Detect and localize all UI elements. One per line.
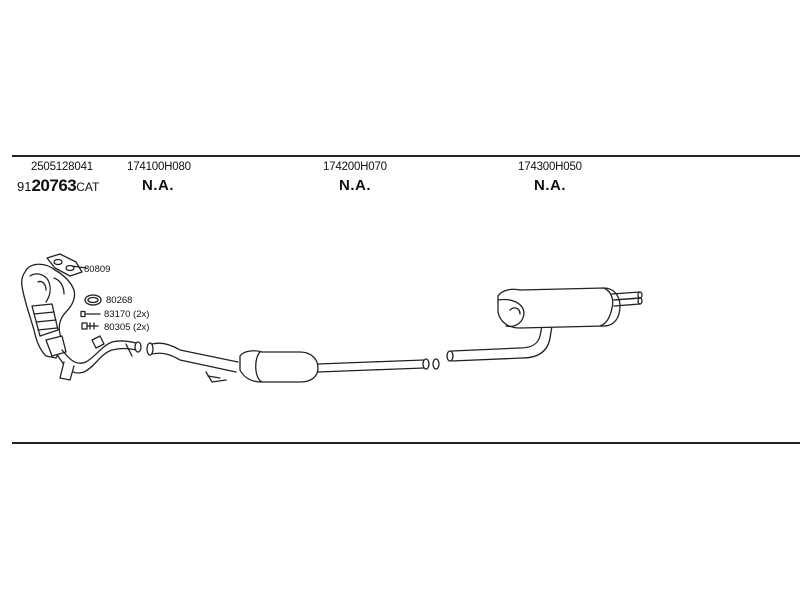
rear-muffler-icon[interactable]: [446, 287, 643, 362]
part-number-label: 2505128041: [31, 161, 93, 173]
catalyst-suffix: CAT: [76, 180, 100, 194]
part-number-label: 174300H050: [518, 161, 582, 173]
ring-icon[interactable]: [84, 294, 102, 306]
bolt-icon[interactable]: [80, 310, 101, 318]
callout-label: 80809: [84, 264, 110, 275]
gasket-icon[interactable]: [46, 253, 87, 277]
availability-status: N.A.: [339, 177, 371, 194]
exhaust-manifold-icon[interactable]: [20, 263, 76, 359]
part-number-label: 174200H070: [323, 161, 387, 173]
bottom-divider: [12, 442, 800, 444]
top-divider: [12, 155, 800, 157]
front-pipe-icon[interactable]: [57, 335, 142, 381]
column-rear-muffler[interactable]: 174300H050 N.A.: [518, 160, 582, 196]
center-muffler-icon[interactable]: [146, 342, 440, 383]
callout-label: 83170 (2x): [104, 309, 149, 320]
catalyst-prefix: 91: [17, 179, 32, 194]
catalyst-number: 9120763CAT: [17, 175, 99, 198]
catalyst-main-number: 20763: [31, 176, 77, 195]
part-number-label: 174100H080: [127, 161, 191, 173]
callout-label: 80268: [106, 295, 132, 306]
availability-status: N.A.: [142, 177, 174, 194]
nut-icon[interactable]: [81, 322, 99, 330]
availability-status: N.A.: [534, 177, 566, 194]
column-catalyst[interactable]: 2505128041 9120763CAT: [17, 160, 99, 198]
callout-label: 80305 (2x): [104, 322, 149, 333]
column-center-muffler[interactable]: 174200H070 N.A.: [323, 160, 387, 196]
column-front-pipe[interactable]: 174100H080 N.A.: [127, 160, 191, 196]
